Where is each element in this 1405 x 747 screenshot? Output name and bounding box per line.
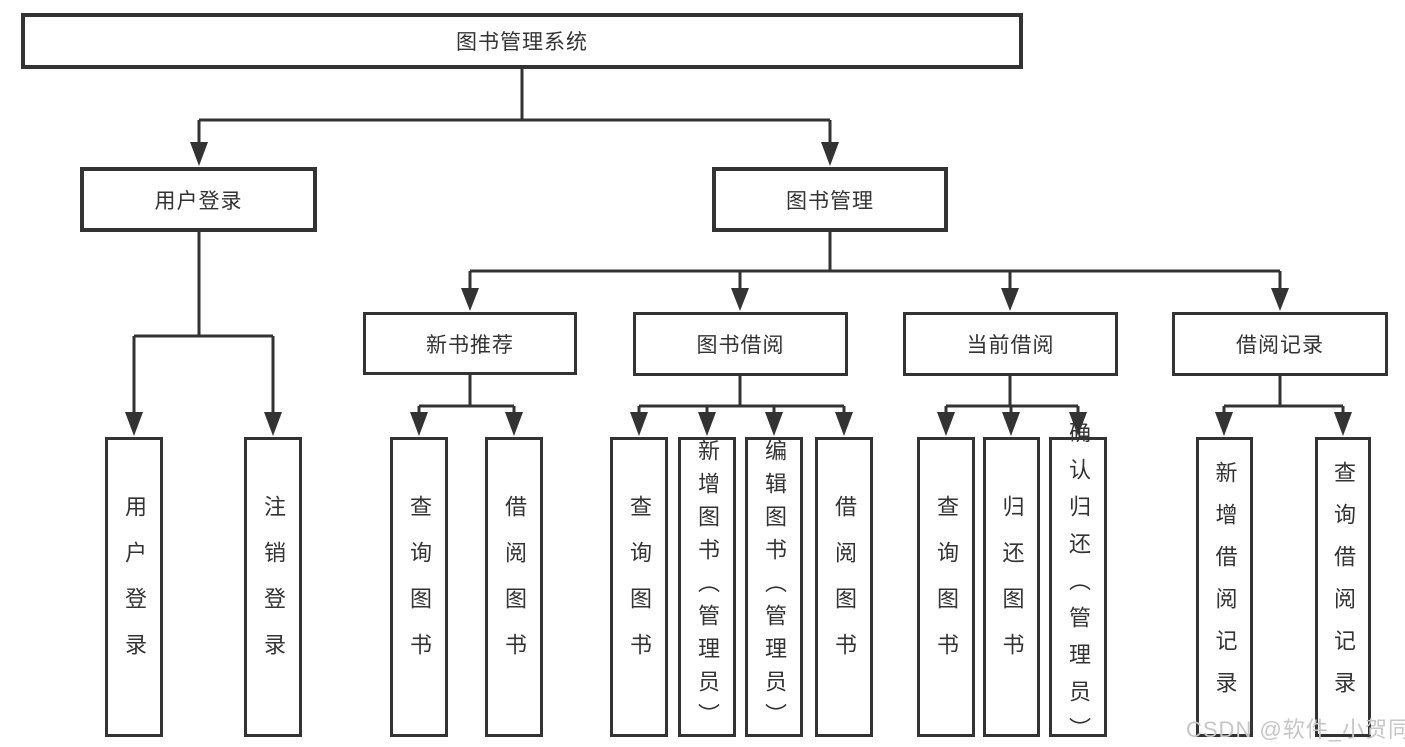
leaf-query-books-current: 查询图书 — [917, 437, 975, 737]
node-current-borrowing: 当前借阅 — [903, 312, 1118, 376]
leaf-edit-books-admin: 编辑图书（管理员） — [745, 437, 803, 737]
leaf-label: 查询图书 — [627, 495, 652, 679]
leaf-label: 借阅图书 — [832, 495, 857, 679]
node-book-management: 图书管理 — [712, 167, 948, 232]
leaf-label: 编辑图书（管理员） — [762, 438, 787, 736]
node-label: 新书推荐 — [426, 333, 514, 357]
leaf-label: 查询图书 — [407, 495, 432, 679]
node-library-management-system: 图书管理系统 — [21, 13, 1023, 69]
node-borrowing-records: 借阅记录 — [1172, 312, 1388, 376]
leaf-label: 新增图书（管理员） — [695, 438, 720, 736]
leaf-user-login: 用户登录 — [105, 437, 163, 737]
node-label: 借阅记录 — [1236, 334, 1324, 357]
leaf-label: 查询图书 — [934, 495, 959, 679]
leaf-add-books-admin: 新增图书（管理员） — [678, 437, 736, 737]
node-label: 图书管理 — [786, 189, 874, 213]
leaf-query-books-borrowing: 查询图书 — [610, 437, 668, 737]
node-label: 用户登录 — [154, 189, 243, 213]
leaf-confirm-return-admin: 确认归还（管理员） — [1049, 421, 1107, 747]
leaf-return-books: 归还图书 — [983, 437, 1040, 737]
leaf-label: 用户登录 — [122, 495, 147, 679]
leaf-add-borrow-record: 新增借阅记录 — [1196, 437, 1253, 737]
node-new-book-recommendation: 新书推荐 — [363, 312, 577, 375]
node-label: 当前借阅 — [966, 334, 1055, 357]
leaf-borrow-books: 借阅图书 — [815, 437, 873, 737]
csdn-watermark: CSDN @软件_小贺同学 — [1186, 717, 1405, 742]
leaf-label: 确认归还（管理员） — [1066, 420, 1091, 747]
node-book-borrowing: 图书借阅 — [633, 312, 848, 376]
leaf-label: 新增借阅记录 — [1212, 461, 1238, 713]
leaf-label: 查询借阅记录 — [1331, 461, 1356, 713]
node-label: 图书管理系统 — [456, 31, 588, 54]
leaf-label: 借阅图书 — [502, 495, 527, 679]
leaf-logout: 注销登录 — [244, 437, 302, 737]
node-user-login: 用户登录 — [80, 167, 317, 232]
leaf-label: 归还图书 — [999, 495, 1025, 679]
leaf-borrow-books-recommend: 借阅图书 — [485, 437, 543, 737]
leaf-query-borrow-record: 查询借阅记录 — [1315, 437, 1371, 737]
leaf-label: 注销登录 — [261, 495, 286, 679]
leaf-query-books-recommend: 查询图书 — [390, 437, 448, 737]
node-label: 图书借阅 — [696, 334, 785, 357]
